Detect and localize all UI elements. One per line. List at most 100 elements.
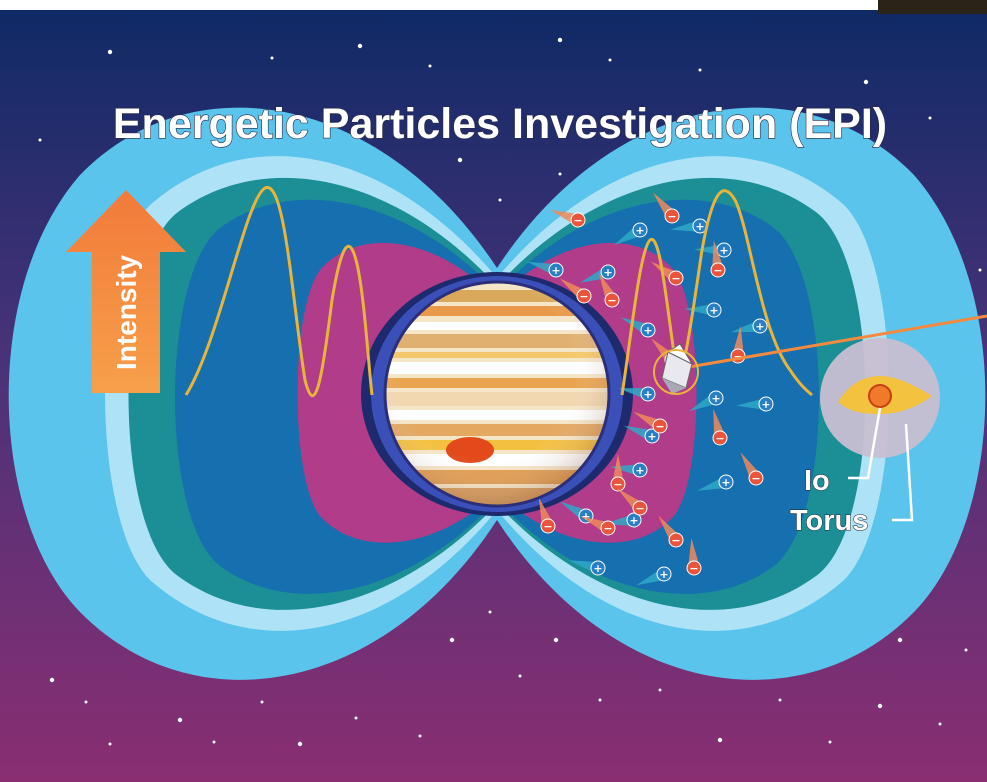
positive-ion-icon: + [684, 302, 722, 318]
star [828, 740, 832, 744]
svg-text:+: + [643, 388, 652, 401]
star [84, 700, 88, 704]
star [558, 172, 562, 176]
svg-text:+: + [643, 324, 652, 337]
star [978, 268, 982, 272]
positive-ion-icon: + [569, 560, 606, 576]
svg-text:+: + [603, 266, 612, 279]
positive-ion-icon: + [618, 386, 656, 402]
positive-ion-icon: + [527, 261, 564, 278]
star [260, 700, 264, 704]
svg-text:+: + [695, 220, 704, 233]
svg-text:−: − [579, 290, 588, 303]
star [488, 610, 492, 614]
star [638, 108, 642, 112]
intensity-curve-right [620, 189, 813, 397]
svg-text:−: − [713, 264, 722, 277]
electron-icon: − [633, 411, 668, 434]
star [297, 741, 303, 747]
star [457, 157, 463, 163]
electron-icon: − [650, 261, 684, 286]
moon-io-icon [868, 384, 892, 408]
star [212, 740, 216, 744]
stars [38, 37, 982, 747]
positive-ion-icon: + [670, 218, 708, 234]
positive-ion-icon: + [689, 390, 724, 412]
svg-text:−: − [635, 502, 644, 515]
star [108, 742, 112, 746]
star [498, 198, 502, 202]
star [428, 64, 432, 68]
star [107, 49, 113, 55]
electron-icon: − [559, 278, 592, 304]
torus-label: Torus [790, 505, 868, 537]
star [938, 722, 942, 726]
star [354, 716, 358, 720]
svg-text:+: + [629, 514, 638, 527]
svg-text:+: + [755, 320, 764, 333]
top-margin [0, 0, 987, 10]
star [418, 734, 422, 738]
up-arrow-icon [66, 190, 186, 393]
star [177, 717, 183, 723]
intensity-curve [184, 186, 813, 397]
spacecraft-icon [653, 343, 699, 395]
particle-field: ++++++++++++++++++−−−−−−−−−−−−−−−−− [527, 192, 774, 586]
star [928, 116, 932, 120]
star [608, 58, 612, 62]
io-torus-region [820, 338, 940, 522]
electron-icon: − [740, 452, 764, 486]
svg-text:+: + [709, 304, 718, 317]
spacecraft-beam [682, 314, 987, 370]
star [449, 637, 455, 643]
star [717, 737, 723, 743]
electron-icon: − [658, 515, 684, 548]
svg-text:+: + [721, 476, 730, 489]
star [518, 674, 522, 678]
star [778, 698, 782, 702]
io-label: Io [804, 465, 830, 497]
electron-icon: − [710, 240, 726, 278]
diagram-title: Energetic Particles Investigation (EPI) [113, 100, 887, 148]
svg-text:−: − [733, 350, 742, 363]
electron-icon: − [549, 209, 586, 228]
planet-jupiter-icon [383, 280, 611, 508]
svg-text:−: − [543, 520, 552, 533]
electron-icon: − [580, 516, 616, 536]
intensity-axis-arrow: Intensity [66, 190, 186, 393]
svg-text:+: + [581, 510, 590, 523]
svg-text:−: − [603, 522, 612, 535]
electron-icon: − [712, 408, 728, 446]
electron-icon: − [617, 488, 648, 516]
positive-ion-icon: + [620, 317, 656, 338]
star [598, 698, 602, 702]
svg-text:+: + [593, 562, 602, 575]
electron-icon: − [610, 454, 626, 492]
svg-text:−: − [607, 294, 616, 307]
svg-text:−: − [655, 420, 664, 433]
svg-text:−: − [613, 478, 622, 491]
star [964, 648, 968, 652]
svg-text:+: + [647, 430, 656, 443]
positive-ion-icon: + [736, 396, 774, 412]
star [553, 637, 559, 643]
svg-text:−: − [715, 432, 724, 445]
star [897, 637, 903, 643]
io-leader-line [848, 407, 882, 480]
svg-text:+: + [719, 244, 728, 257]
electron-icon: − [653, 192, 680, 224]
svg-text:+: + [551, 264, 560, 277]
star [698, 68, 702, 72]
positive-ion-icon: + [697, 474, 734, 491]
intensity-curve-left [184, 186, 374, 397]
positive-ion-icon: + [730, 318, 768, 334]
corner-artifact [878, 0, 987, 14]
electron-icon: − [686, 538, 702, 576]
svg-text:+: + [711, 392, 720, 405]
svg-text:+: + [635, 464, 644, 477]
positive-ion-icon: + [614, 222, 648, 245]
electron-icon: − [538, 497, 556, 534]
svg-text:−: − [573, 214, 582, 227]
